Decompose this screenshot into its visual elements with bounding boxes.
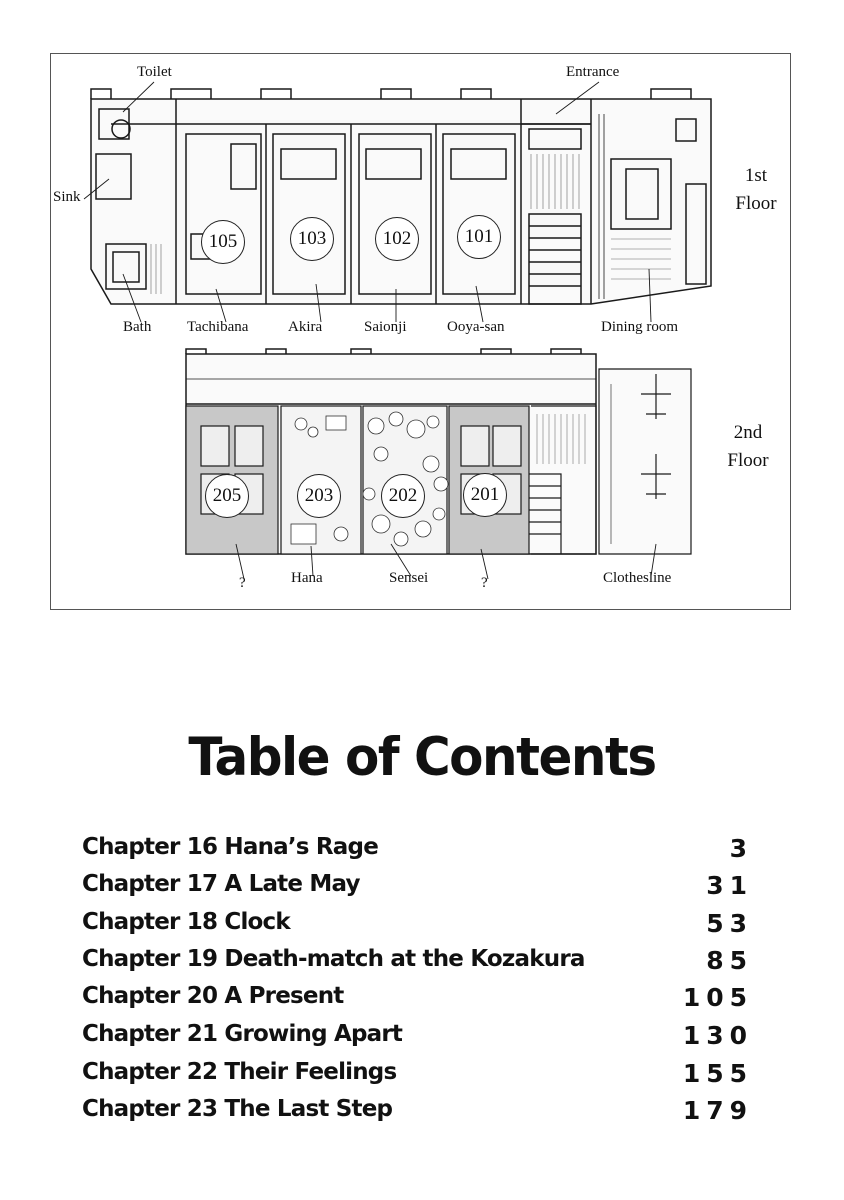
- chapter-page: 105: [682, 983, 753, 1012]
- toc-row: Chapter 17 A Late May 31: [82, 871, 747, 903]
- tachibana-label: Tachibana: [187, 319, 249, 335]
- first-floor-label: 1st Floor: [735, 165, 777, 214]
- room-203: 203: [297, 474, 341, 518]
- chapter-page: 53: [706, 909, 753, 938]
- toc-row: Chapter 21 Growing Apart 130: [82, 1021, 747, 1053]
- chapter-title: Chapter 17 A Late May: [82, 871, 360, 897]
- chapter-title: Chapter 19 Death-match at the Kozakura: [82, 946, 585, 972]
- unknown-201-label: ?: [481, 575, 488, 591]
- toc-row: Chapter 23 The Last Step 179: [82, 1096, 747, 1128]
- floorplan-frame: Toilet Entrance Sink Bath Tachibana Akir…: [50, 53, 791, 610]
- akira-label: Akira: [288, 319, 323, 335]
- chapter-title: Chapter 20 A Present: [82, 983, 344, 1009]
- floorplan-drawing: [83, 81, 712, 580]
- toilet-label: Toilet: [137, 64, 172, 80]
- chapter-page: 155: [682, 1059, 753, 1088]
- chapter-page: 31: [706, 871, 753, 900]
- second-floor-label: 2nd Floor: [727, 422, 769, 471]
- bath-label: Bath: [123, 319, 152, 335]
- clothesline-label: Clothesline: [603, 570, 672, 586]
- sensei-label: Sensei: [389, 570, 429, 586]
- toc-title: Table of Contents: [188, 726, 657, 788]
- chapter-title: Chapter 16 Hana’s Rage: [82, 834, 379, 860]
- chapter-page: 130: [682, 1021, 753, 1050]
- chapter-title: Chapter 22 Their Feelings: [82, 1059, 397, 1085]
- chapter-page: 179: [682, 1096, 753, 1125]
- ooya-san-label: Ooya-san: [447, 319, 505, 335]
- chapter-page: 85: [706, 946, 753, 975]
- room-105: 105: [201, 220, 245, 264]
- room-102: 102: [375, 217, 419, 261]
- chapter-title: Chapter 23 The Last Step: [82, 1096, 393, 1122]
- toc-row: Chapter 19 Death-match at the Kozakura 8…: [82, 946, 747, 978]
- chapter-title: Chapter 21 Growing Apart: [82, 1021, 403, 1047]
- unknown-205-label: ?: [239, 575, 246, 591]
- room-201: 201: [463, 473, 507, 517]
- hana-label: Hana: [291, 570, 323, 586]
- chapter-title: Chapter 18 Clock: [82, 909, 291, 935]
- room-101: 101: [457, 215, 501, 259]
- dining-room-label: Dining room: [601, 319, 679, 335]
- entrance-label: Entrance: [566, 64, 620, 80]
- chapter-page: 3: [729, 834, 753, 863]
- toc-row: Chapter 20 A Present 105: [82, 983, 747, 1015]
- toc-row: Chapter 22 Their Feelings 155: [82, 1059, 747, 1091]
- sink-label: Sink: [53, 189, 81, 205]
- room-202: 202: [381, 474, 425, 518]
- room-205: 205: [205, 474, 249, 518]
- saionji-label: Saionji: [364, 319, 407, 335]
- toc-row: Chapter 16 Hana’s Rage 3: [82, 834, 747, 866]
- toc-row: Chapter 18 Clock 53: [82, 909, 747, 941]
- room-103: 103: [290, 217, 334, 261]
